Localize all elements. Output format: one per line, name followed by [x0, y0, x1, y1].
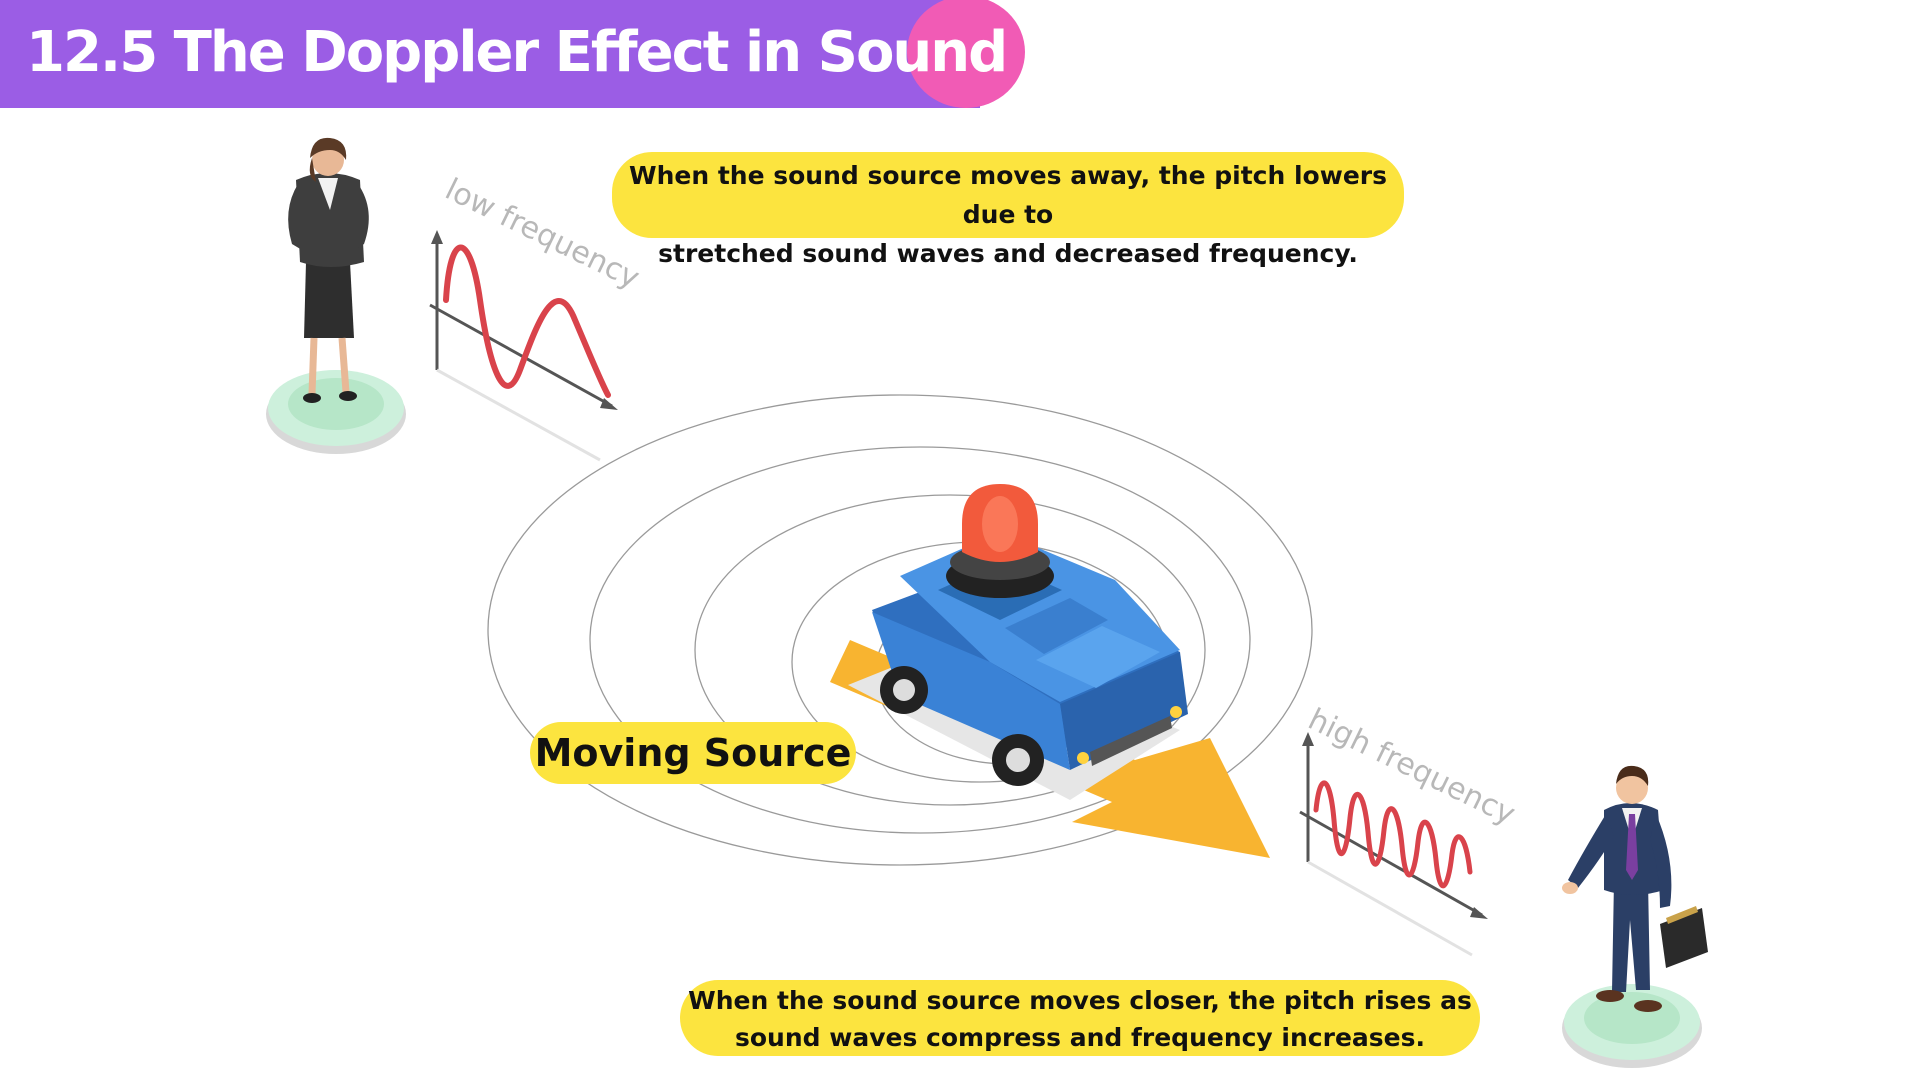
- callout-moves-away: When the sound source moves away, the pi…: [612, 152, 1404, 268]
- high-frequency-graph: [1299, 732, 1488, 957]
- businesswoman-figure-icon: [266, 137, 406, 454]
- businessman-figure-icon: [1562, 765, 1708, 1068]
- callout-away-line-1: When the sound source moves away, the pi…: [629, 161, 1387, 229]
- siren-light-icon: [946, 484, 1054, 598]
- wave-ring: [487, 394, 1313, 866]
- wave-ring: [589, 446, 1251, 834]
- wave-ring: [694, 494, 1206, 806]
- callout-away-line-2: stretched sound waves and decreased freq…: [658, 239, 1358, 268]
- moving-source-label: Moving Source: [530, 722, 856, 784]
- callout-closer-line-2: sound waves compress and frequency incre…: [735, 1023, 1425, 1052]
- page-title: 12.5 The Doppler Effect in Sound: [26, 20, 1008, 85]
- callout-closer-line-1: When the sound source moves closer, the …: [688, 986, 1472, 1015]
- title-bar: [0, 0, 980, 108]
- low-frequency-graph: [429, 230, 618, 462]
- callout-moves-closer: When the sound source moves closer, the …: [680, 980, 1480, 1056]
- title-accent-circle: [907, 0, 1025, 108]
